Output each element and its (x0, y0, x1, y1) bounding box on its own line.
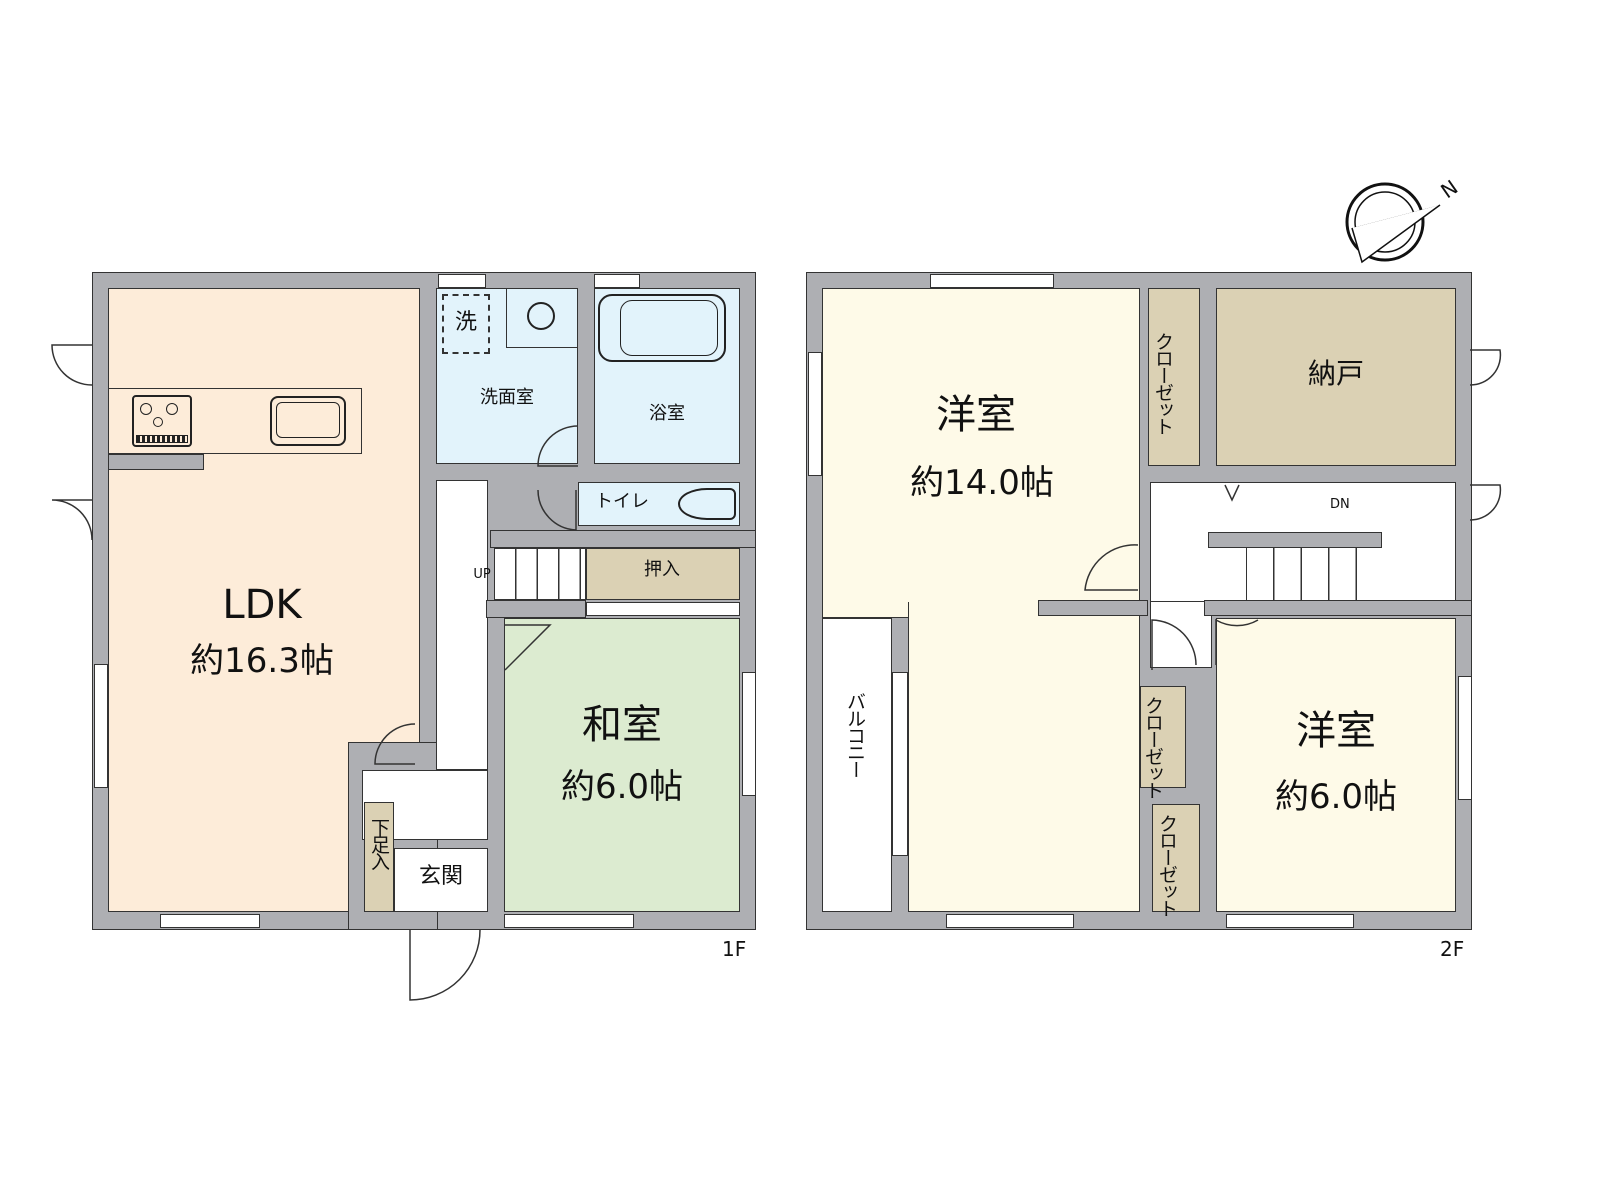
hallway-1f (436, 480, 488, 770)
room-closet-3 (1152, 804, 1200, 912)
washer-label: 洗 (454, 310, 477, 335)
stairs-down-label: DN (1330, 497, 1350, 512)
window-1f-bottom-washitsu (504, 914, 634, 928)
room-label-senmenshitsu: 洗面室 (480, 387, 534, 408)
door-swing-ldk-top (51, 344, 93, 386)
window-2f-right-small (1458, 676, 1472, 800)
hallway-2f-lower (1150, 602, 1212, 668)
room-washitsu (504, 618, 740, 912)
hall-wall-2f (1038, 600, 1148, 616)
window-1f-bottom-ldk (160, 914, 260, 928)
room-genkan (394, 848, 488, 912)
room-oshiire (586, 548, 740, 600)
floor-label-1f: 1F (722, 937, 747, 961)
room-area-washitsu: 約6.0帖 (560, 767, 684, 807)
window-2f-bottom-small (1226, 914, 1354, 928)
room-label-closet-2: クローゼット (1141, 696, 1164, 798)
room-area-youshitsu-small: 約6.0帖 (1274, 777, 1398, 817)
stair-wall-2f (1208, 532, 1382, 548)
window-2f-bottom-large (946, 914, 1074, 928)
compass-icon (1345, 182, 1441, 264)
kitchen-sink-icon (270, 396, 346, 446)
room-youshitsu-large-lower (908, 602, 1140, 912)
bathtub-icon (598, 294, 726, 362)
window-1f-top-washroom (438, 274, 486, 288)
window-1f-right-washitsu (742, 672, 756, 796)
room-label-yokushitsu: 浴室 (649, 403, 685, 424)
room-label-toilet: トイレ (595, 491, 649, 512)
room-label-washitsu: 和室 (582, 702, 662, 748)
room-nando (1216, 288, 1456, 466)
door-swing-ldk-mid (51, 499, 93, 541)
window-2f-balcony-door[interactable] (892, 672, 908, 856)
stairs-1f (494, 548, 586, 600)
room-label-nando: 納戸 (1307, 357, 1364, 390)
room-youshitsu-large (822, 288, 1140, 618)
floor-plan-1f: LDK 約16.3帖 洗 洗面室 浴室 トイレ UP 押入 和室 約6.0帖 下… (92, 272, 756, 930)
room-label-ldk: LDK (222, 582, 302, 628)
stair-wall-top (490, 530, 756, 548)
window-1f-top-bath (594, 274, 640, 288)
room-label-closet-1: クローゼット (1151, 332, 1174, 434)
window-2f-top (930, 274, 1054, 288)
washing-machine-space (442, 294, 490, 354)
floor-plan-2f: 洋室 約14.0帖 クローゼット 納戸 DN クローゼット クローゼット 洋室 … (806, 272, 1472, 930)
room-label-getabako: 下足入 (367, 818, 390, 869)
room-label-balcony: バルコニー (843, 692, 866, 777)
oshiire-sliding-door[interactable] (586, 602, 740, 616)
stairs-2f (1246, 548, 1382, 600)
stair-wall-bottom (486, 600, 586, 618)
room-label-genkan: 玄関 (418, 864, 463, 889)
window-1f-left-ldk (94, 664, 108, 788)
room-area-ldk: 約16.3帖 (190, 641, 334, 681)
door-swing-stairs-ext (1469, 484, 1502, 521)
room-closet-1 (1148, 288, 1200, 466)
floor-label-2f: 2F (1440, 937, 1465, 961)
room-label-oshiire: 押入 (644, 559, 680, 580)
room-yokushitsu (594, 288, 740, 464)
room-balcony (822, 618, 892, 912)
window-2f-left (808, 352, 822, 476)
door-swing-nando-ext (1469, 349, 1502, 386)
compass-north-label: N (1436, 174, 1463, 204)
stairs-up-label: UP (473, 567, 491, 582)
room-youshitsu-small (1216, 618, 1456, 912)
room-area-youshitsu-large: 約14.0帖 (910, 463, 1054, 503)
front-door-swing (409, 929, 481, 1001)
room-getabako (364, 802, 394, 912)
room-label-youshitsu-large: 洋室 (936, 392, 1016, 438)
stove-icon (132, 395, 192, 447)
kitchen-wall (108, 454, 204, 470)
hall-wall-2f-right (1204, 600, 1472, 616)
washbasin-icon (527, 302, 555, 330)
room-closet-2 (1140, 686, 1186, 788)
room-label-youshitsu-small: 洋室 (1296, 708, 1376, 754)
toilet-icon (678, 488, 736, 520)
room-label-closet-3: クローゼット (1155, 814, 1178, 916)
